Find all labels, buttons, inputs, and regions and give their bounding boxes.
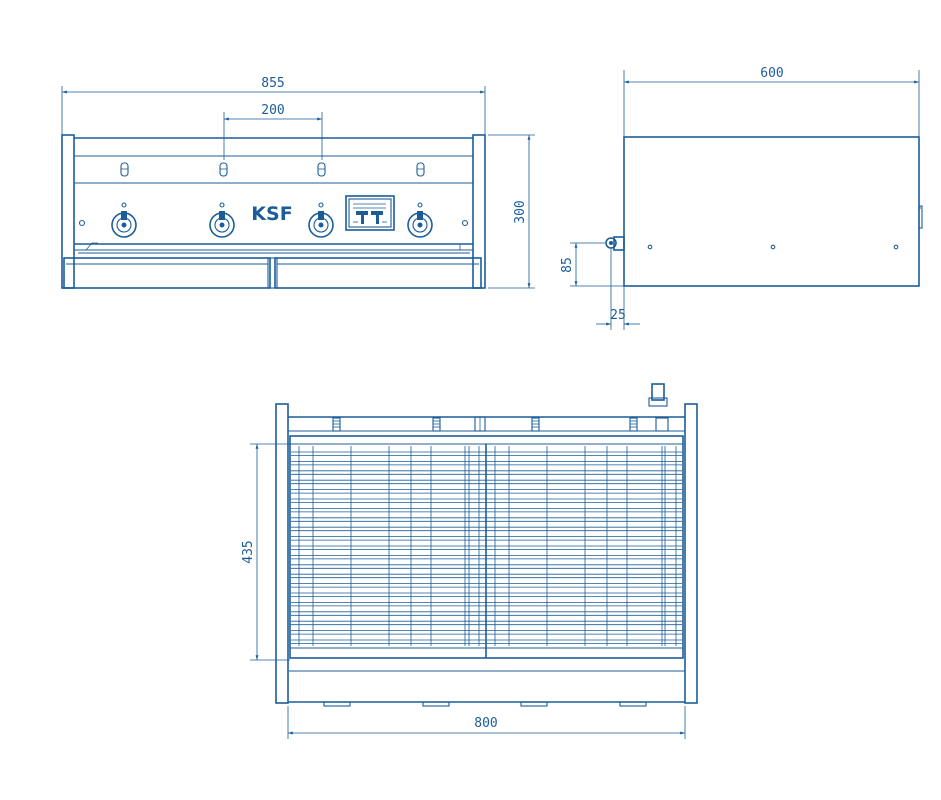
- dim-label-85: 85: [560, 257, 575, 273]
- dimension-600: 600: [623, 66, 920, 137]
- side-body: [623, 136, 920, 287]
- burner-springs: [332, 417, 638, 432]
- dimension-800: 800: [287, 706, 686, 739]
- dim-label-600: 600: [760, 66, 783, 81]
- brand-logo-text: KSF: [251, 203, 292, 225]
- top-gas-connection: [648, 383, 669, 432]
- dim-label-300: 300: [513, 200, 528, 223]
- feet: [323, 701, 647, 707]
- top-left-post: [275, 403, 289, 704]
- side-view: 600 85 25: [560, 66, 923, 330]
- knob-3: [308, 202, 334, 238]
- top-view: 435 800: [241, 383, 698, 739]
- rating-plate: [345, 195, 395, 231]
- dim-label-25: 25: [610, 308, 626, 323]
- gas-inlet-fitting: [605, 236, 625, 251]
- dimension-25: 25: [596, 249, 640, 330]
- dim-label-800: 800: [474, 716, 497, 731]
- dimension-435: 435: [241, 443, 290, 661]
- control-knobs: [111, 202, 433, 238]
- dim-label-200: 200: [261, 103, 284, 118]
- knob-1: [111, 202, 137, 238]
- dimension-85: 85: [560, 242, 624, 287]
- knob-2: [209, 202, 235, 238]
- knob-4: [407, 202, 433, 238]
- dimension-855: 855: [61, 76, 486, 135]
- sight-windows: [120, 162, 425, 177]
- front-view: 855 200 300: [61, 76, 535, 289]
- side-rivet-3: [893, 244, 899, 250]
- dimension-200: 200: [223, 103, 323, 160]
- dim-label-435: 435: [241, 540, 256, 563]
- right-side-post: [472, 134, 486, 289]
- top-right-post: [684, 403, 698, 704]
- dimension-300: 300: [488, 134, 535, 289]
- dim-label-855: 855: [261, 76, 284, 91]
- side-rivet-1: [647, 244, 653, 250]
- drip-trays: [63, 257, 482, 289]
- screw-left: [78, 219, 86, 227]
- screw-right: [461, 219, 469, 227]
- side-rivet-2: [770, 244, 776, 250]
